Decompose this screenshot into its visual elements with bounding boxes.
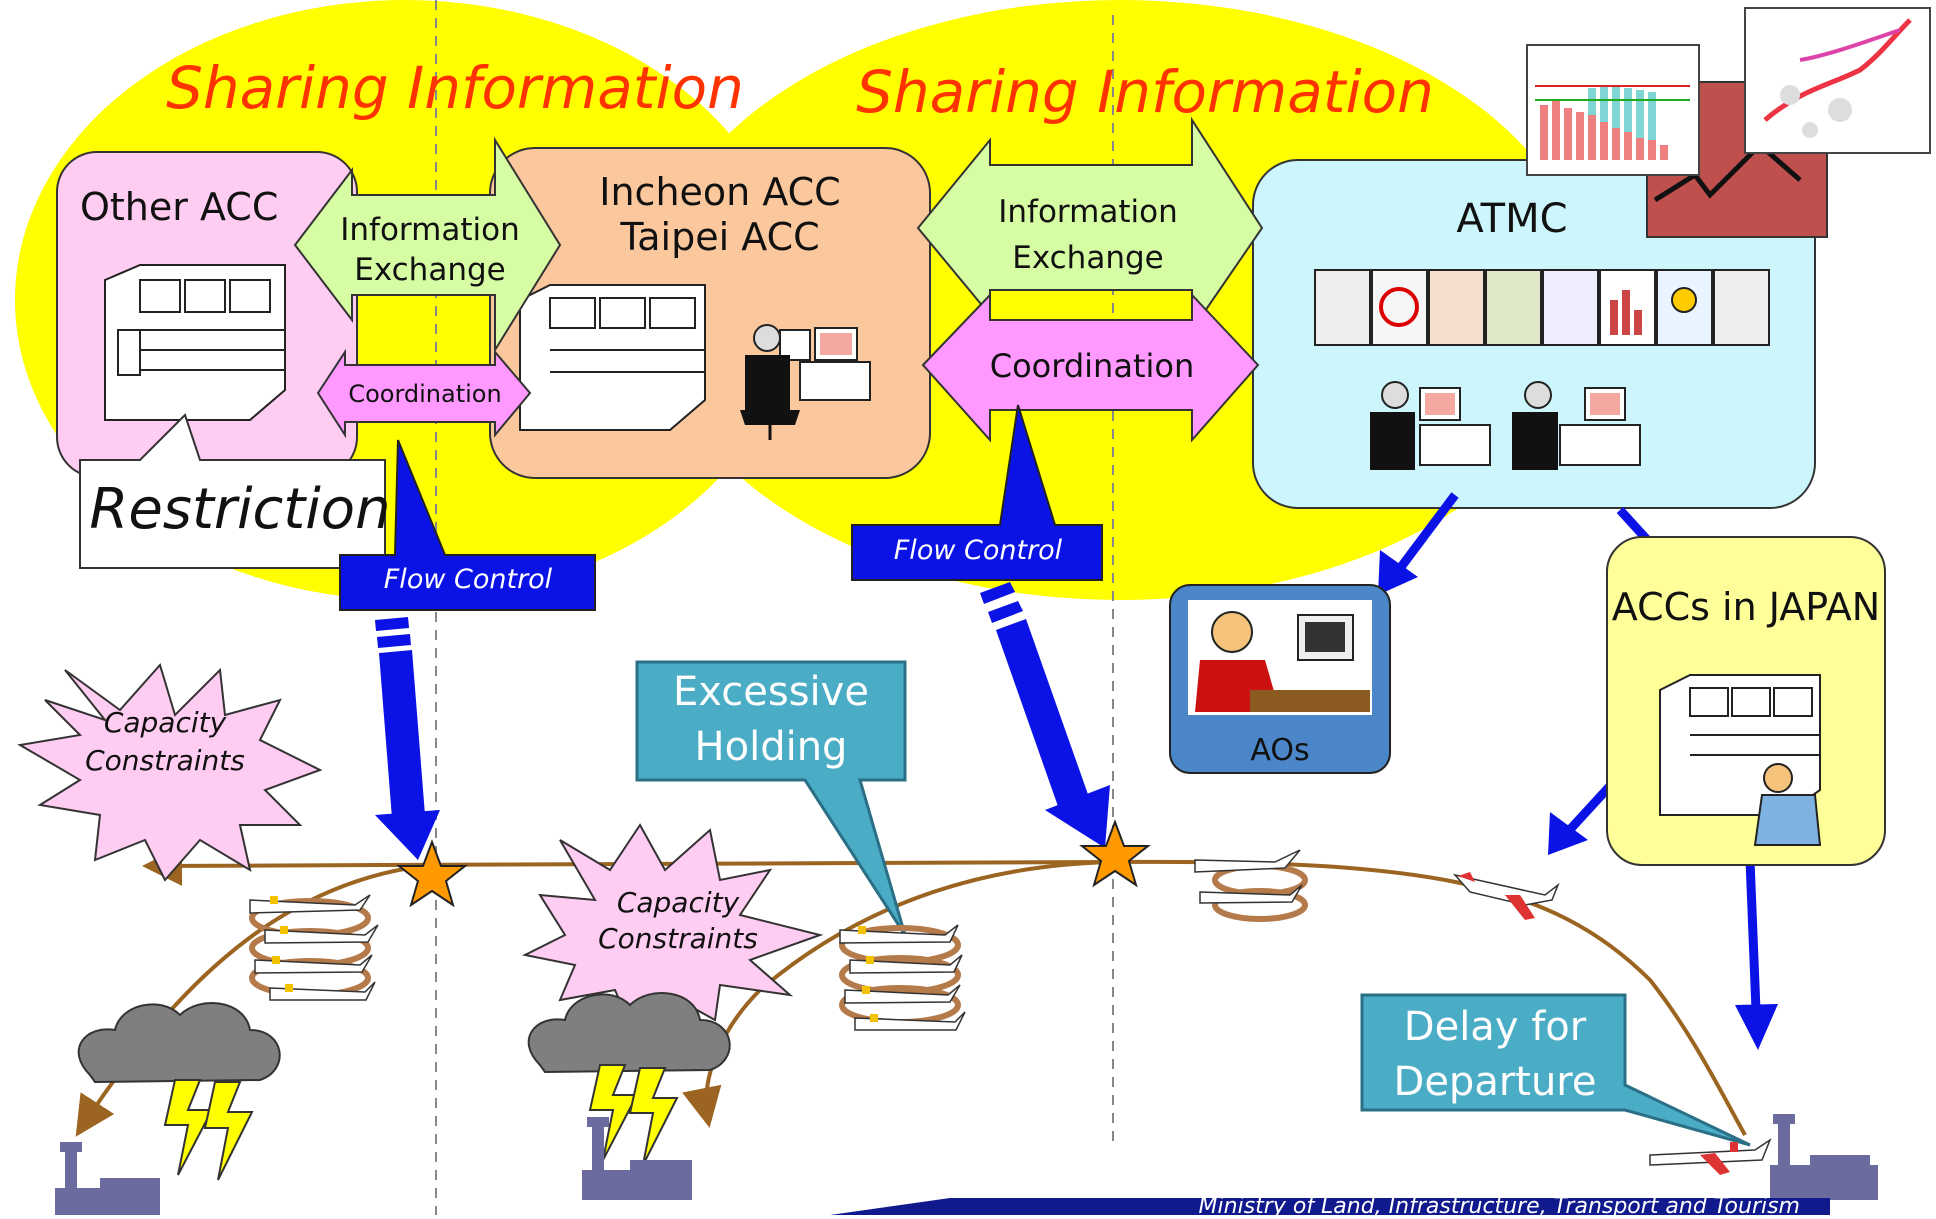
delay-departure-label-2: Departure (1394, 1059, 1597, 1105)
holding-stack-left (249, 894, 379, 1001)
route-departure-curve (1112, 859, 1747, 1136)
capacity-label-left-1: Capacity (104, 706, 227, 739)
footer-band (830, 1198, 1830, 1215)
control-console-icon (519, 284, 706, 431)
controller-icon (1753, 763, 1822, 846)
flow-control-arrow-left (375, 617, 440, 860)
handover-point-star-right (1079, 819, 1151, 888)
excessive-holding-label-1: Excessive (673, 669, 869, 715)
aircraft-on-ground-icon (1649, 1138, 1772, 1175)
ministry-footer-label: Ministry of Land, Infrastructure, Transp… (1199, 1194, 1800, 1215)
capacity-label-left-2: Constraints (85, 744, 245, 777)
controller-workstation-icon (1370, 381, 1491, 470)
flow-control-label-right: Flow Control (894, 535, 1063, 566)
controller-workstation-icon (1512, 381, 1641, 470)
information-exchange-label-right-1: Information (998, 194, 1177, 230)
capacity-label-mid-1: Capacity (617, 886, 740, 919)
restriction-label: Restriction (89, 477, 390, 542)
thunderstorm-cloud-mid (527, 992, 731, 1166)
airline-operator-icon (1195, 611, 1370, 712)
other-acc-label: Other ACC (80, 185, 278, 229)
aos-label: AOs (1250, 733, 1309, 768)
delay-departure-label-1: Delay for (1404, 1004, 1587, 1050)
capacity-label-mid-2: Constraints (598, 922, 758, 955)
accs-japan-label: ACCs in JAPAN (1612, 585, 1880, 629)
flow-control-callout-left (339, 439, 596, 611)
control-console-icon (104, 264, 286, 421)
airport-icon-left (55, 1142, 160, 1215)
capacity-constraints-burst-mid (521, 823, 824, 1027)
sharing-information-heading-right: Sharing Information (856, 58, 1434, 126)
information-exchange-label-left-2: Exchange (354, 252, 505, 288)
incheon-acc-label: Incheon ACC (599, 170, 840, 214)
coordination-arrow-right (921, 292, 1260, 443)
flow-control-label-left: Flow Control (384, 564, 553, 595)
atmc-to-aos-arrow (1378, 492, 1459, 595)
japan-to-airport-arrow (1735, 859, 1778, 1050)
thunderstorm-cloud-left (77, 1002, 281, 1181)
information-exchange-label-right-2: Exchange (1012, 240, 1163, 276)
flow-control-arrow-right (980, 582, 1110, 848)
excessive-holding-callout (635, 660, 907, 936)
capacity-constraints-burst-left (17, 662, 323, 882)
taipei-acc-label: Taipei ACC (619, 215, 819, 259)
airport-icon-mid (582, 1117, 692, 1200)
display-wall-icon (1314, 269, 1770, 346)
restriction-callout (79, 413, 386, 569)
information-exchange-label-left-1: Information (340, 212, 519, 248)
sharing-information-heading-left: Sharing Information (166, 54, 744, 122)
atmc-label: ATMC (1456, 196, 1567, 242)
delay-departure-callout (1360, 993, 1751, 1147)
handover-point-star-left (396, 839, 468, 908)
coordination-label-left: Coordination (348, 380, 501, 408)
traffic-chart-icon (1526, 7, 1931, 238)
aircraft-climbing-icon (1452, 872, 1560, 920)
controller-workstation-icon (740, 324, 871, 440)
flow-control-callout-right (851, 404, 1103, 581)
airport-icon-right (1770, 1114, 1878, 1200)
holding-stack-mid (839, 924, 966, 1031)
coordination-label-right: Coordination (990, 347, 1194, 385)
holding-stack-right (1194, 849, 1308, 922)
excessive-holding-label-2: Holding (695, 724, 848, 770)
coordination-arrow-left (316, 348, 532, 439)
information-exchange-arrow-left (293, 136, 562, 354)
